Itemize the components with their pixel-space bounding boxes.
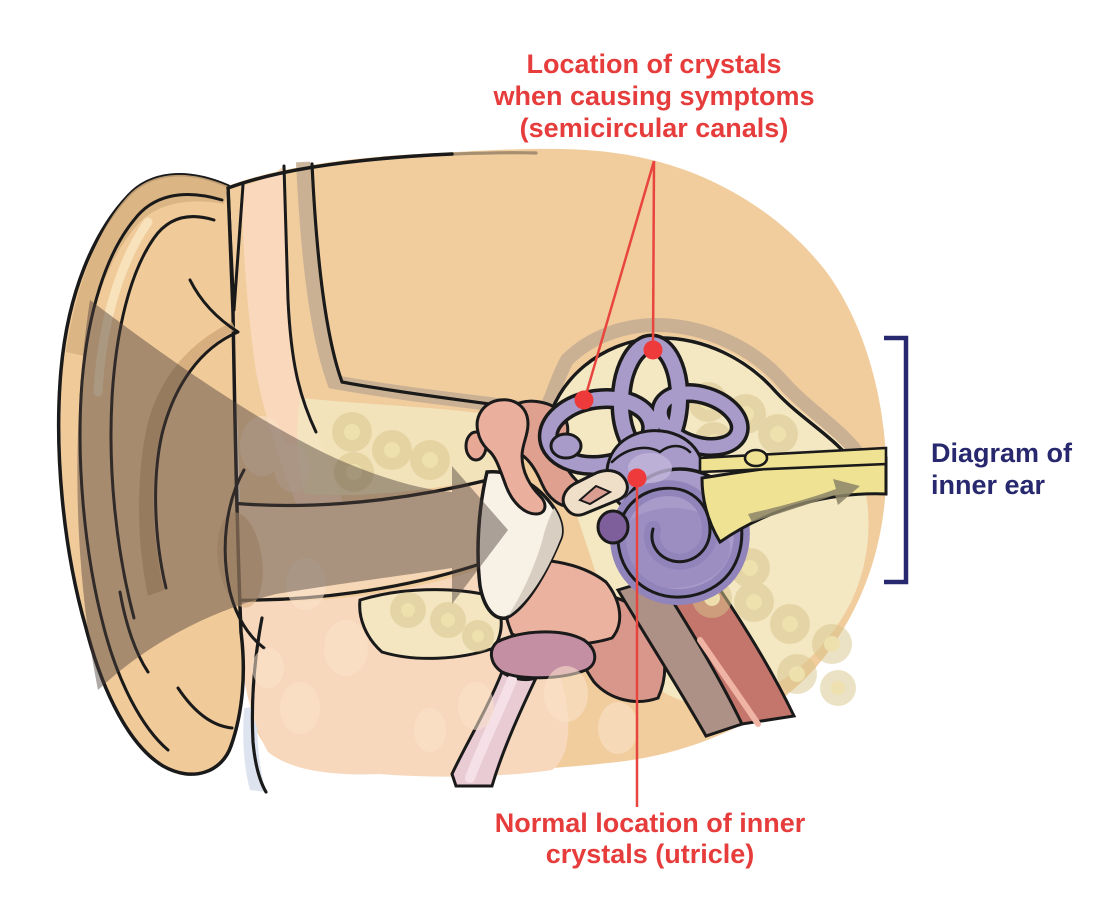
helix-inner-fold-line: [109, 215, 216, 620]
label-line: when causing symptoms: [493, 81, 815, 111]
canal-lower-wall: [222, 560, 488, 602]
ampulla: [549, 432, 583, 460]
bracket-icon: [884, 335, 909, 585]
skin-highlight-dots: [240, 416, 638, 754]
normal-location-label: Normal location of inner crystals (utric…: [440, 808, 860, 870]
crystal-marker-dot-lateral: [574, 390, 594, 410]
scalp-outline: [226, 152, 454, 190]
label-line: Normal location of inner: [494, 808, 806, 838]
ear-canal-fill: [210, 482, 500, 601]
muscle-highlight: [697, 637, 761, 727]
stapes-hole: [578, 484, 613, 506]
outer-ear-pinna: [56, 150, 538, 794]
cochlea-shade: [614, 508, 730, 588]
concha-fold-line: [223, 468, 266, 650]
antihelix-shading: [139, 322, 236, 596]
label-line: Location of crystals: [526, 49, 782, 79]
cochlea-spiral-line: [616, 486, 744, 599]
leader-line-superior-canal: [651, 160, 656, 351]
earlobe-crease: [118, 590, 234, 730]
eardrum-shadow: [508, 508, 562, 616]
round-window: [596, 509, 630, 545]
symptom-location-label: Location of crystals when causing sympto…: [434, 48, 874, 144]
eustachian-tube-stripe: [465, 675, 517, 783]
nerve-signal-arrow-icon: [748, 479, 860, 522]
eustachian-tube: [450, 558, 622, 788]
annotations: [574, 160, 909, 807]
label-line: crystals (utricle): [545, 839, 755, 869]
strip-edge-outline: [282, 164, 318, 434]
vestibular-ganglion: [743, 448, 769, 468]
helix-highlight: [93, 217, 153, 397]
helix-fold-line: [78, 193, 224, 752]
front-crease-lines: [226, 183, 245, 312]
crystal-marker-dot-superior: [643, 340, 663, 360]
antihelix-fold-line: [154, 278, 240, 590]
label-line: Diagram of: [931, 438, 1073, 468]
crystal-marker-dot-utricle: [627, 468, 647, 488]
diagram-caption: Diagram of inner ear: [931, 437, 1104, 501]
label-line: inner ear: [931, 470, 1046, 500]
vestibule-detail: [610, 444, 692, 464]
leader-line-lateral-canal: [583, 160, 656, 399]
eustachian-tube-head: [489, 630, 597, 680]
sound-direction-arrow-icon: [77, 300, 508, 690]
vestibular-nerve: [698, 446, 888, 474]
label-line: (semicircular canals): [519, 113, 789, 143]
ear-canal: [204, 478, 500, 602]
skull-shading-band: [296, 161, 868, 464]
labyrinth-arch-outline: [544, 336, 859, 470]
canal-upper-wall: [204, 478, 490, 508]
helix-shading: [66, 174, 228, 356]
malleus: [475, 398, 547, 516]
jaw-front-outline: [250, 616, 268, 794]
inner-ear-labyrinth: [537, 333, 750, 606]
vestibulocochlear-nerve: [698, 446, 888, 545]
leader-lines: [583, 160, 656, 807]
scalp-outline-fade: [450, 150, 538, 156]
